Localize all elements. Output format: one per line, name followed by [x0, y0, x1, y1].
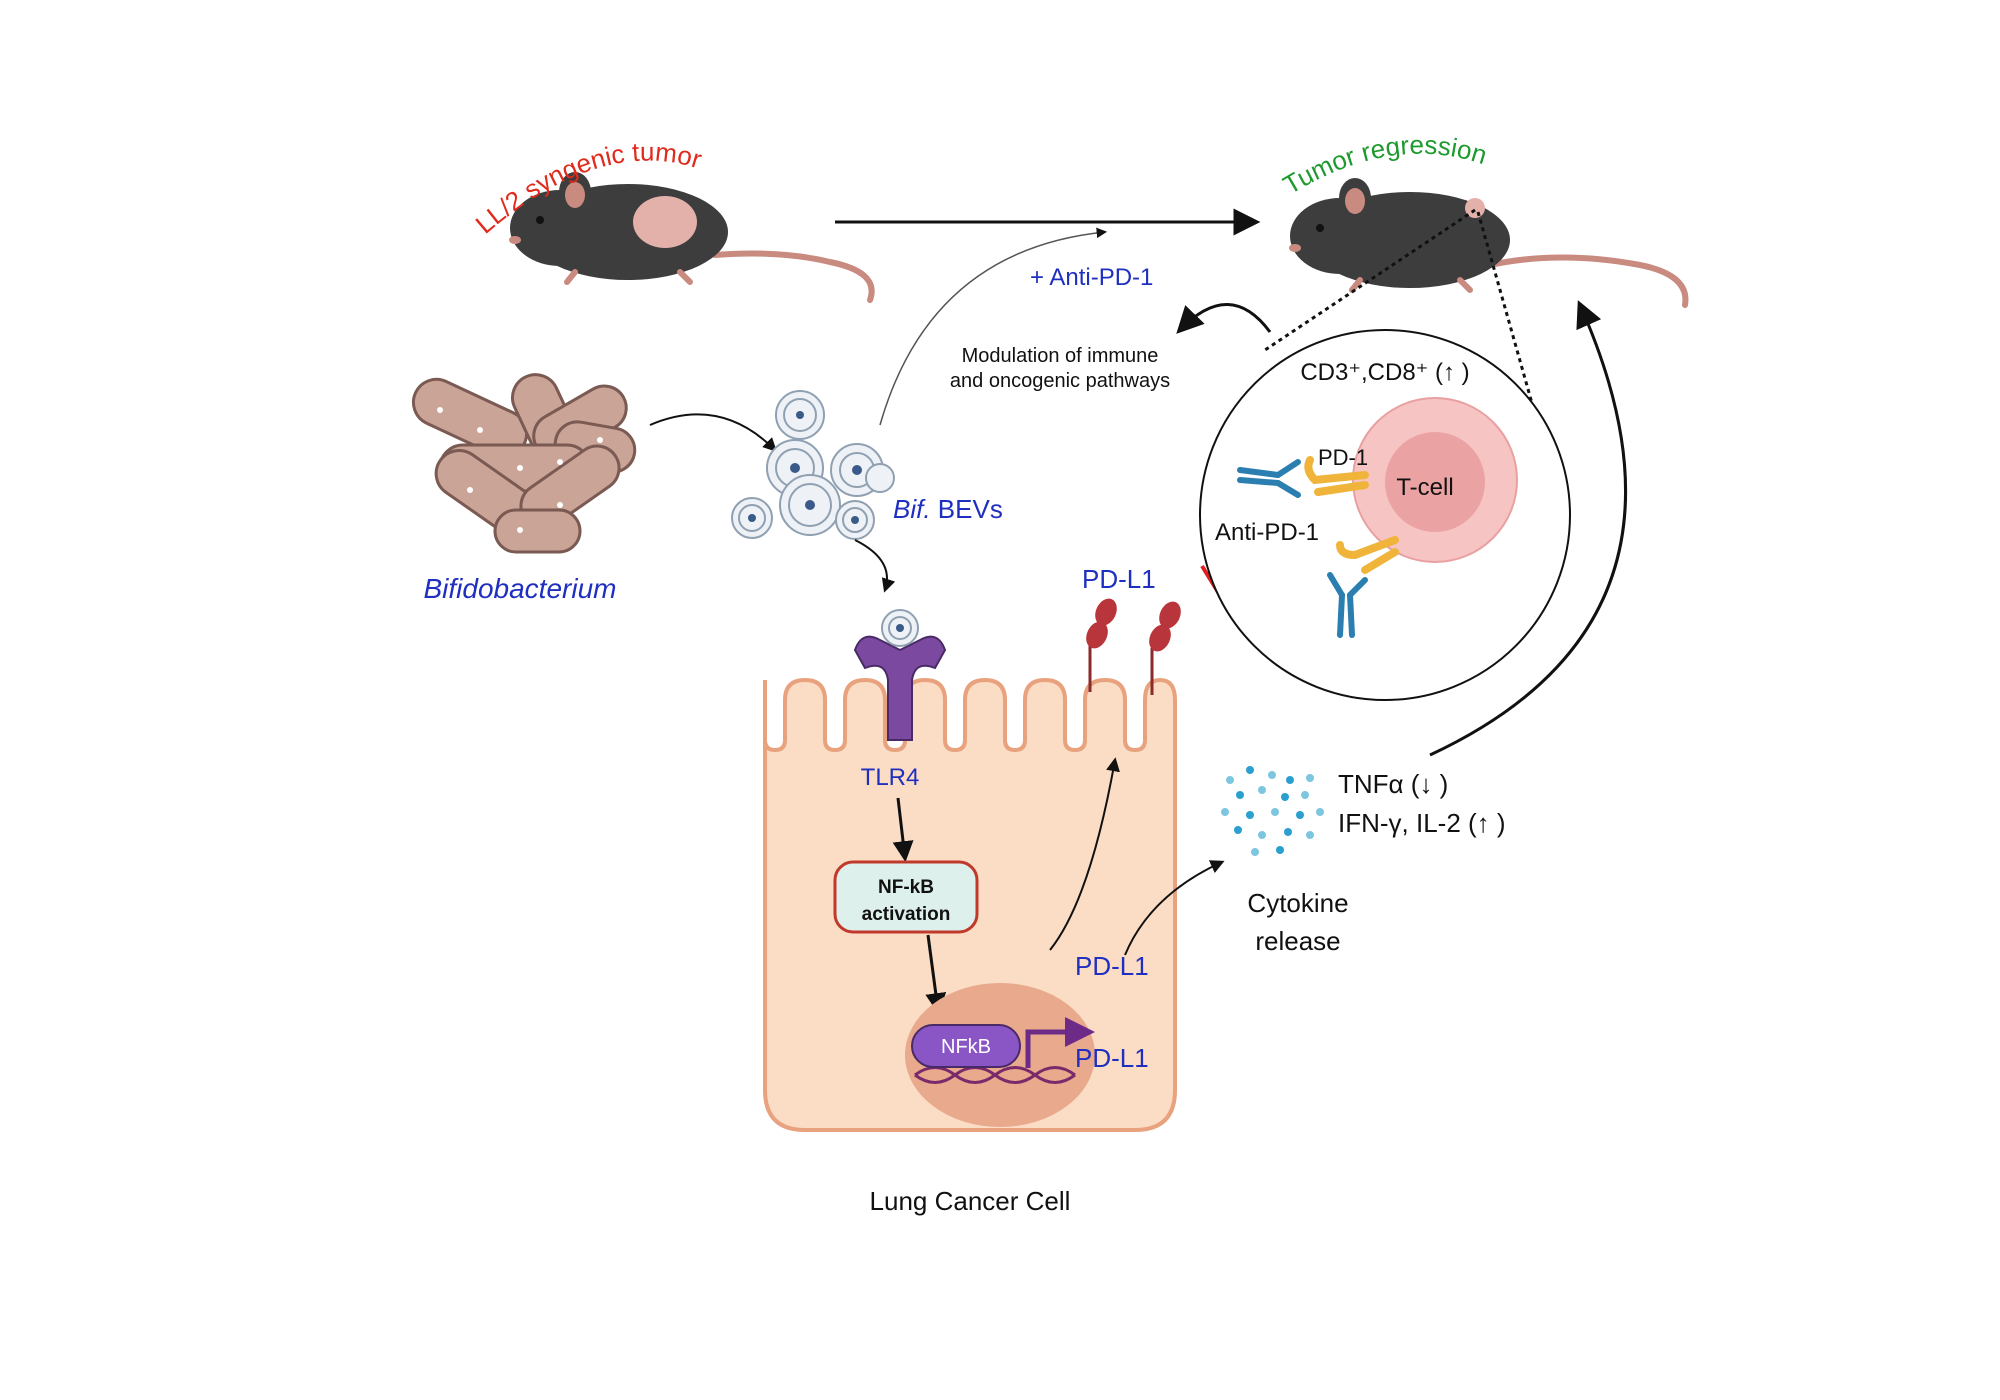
anti-pd1-antibody-lower: [1327, 572, 1368, 638]
tumor-mouse: [509, 172, 875, 303]
nfkb-activation-box: [833, 860, 979, 934]
cd-markers-label: CD3⁺,CD8⁺ (↑ ): [1300, 359, 1469, 386]
pdl1-to-membrane-arrow: [1049, 757, 1120, 951]
zoom-line-right: [1476, 211, 1550, 461]
pdl1-gene-label: PD-L1: [1075, 1043, 1149, 1073]
cytokine-to-regression-arrow: [1429, 300, 1628, 757]
transcription-arrow: [1025, 1017, 1095, 1068]
ifn-il2-label: IFN-γ, IL-2 (↑ ): [1338, 808, 1506, 838]
pdl1-membrane-label: PD-L1: [1082, 564, 1156, 594]
modulation-label-line1: Modulation of immune: [962, 345, 1159, 367]
tlr4-to-nfkb-arrow: [892, 797, 914, 863]
anti-pd1-treatment-label: + Anti-PD-1: [1030, 264, 1153, 291]
bev-to-tlr4-arrow: [854, 539, 896, 593]
nfkb-to-nucleus-arrow: [925, 934, 947, 1015]
tcell-label: T-cell: [1396, 474, 1453, 501]
regressed-mouse: [1289, 178, 1689, 308]
bevs-label: Bif. BEVs: [893, 494, 1003, 524]
tcell-nucleus: [1385, 432, 1485, 532]
bev-vesicles: [731, 390, 895, 540]
bev-to-treatment-arrow: [879, 227, 1108, 426]
zoom-line-left: [1261, 208, 1476, 354]
modulation-label-line2: and oncogenic pathways: [950, 370, 1170, 392]
nfkb-activation-line2: activation: [862, 904, 951, 925]
pdl1-receptor-2: [1149, 601, 1181, 695]
pdl1-to-cytokine-arrow: [1124, 860, 1225, 956]
nfkb-label: NFkB: [941, 1036, 991, 1058]
pdl1-cytoplasm-label: PD-L1: [1075, 951, 1149, 981]
modulation-arrow: [1176, 303, 1272, 334]
lung-cancer-cell-label: Lung Cancer Cell: [870, 1186, 1071, 1216]
bacteria-to-bev-arrow: [649, 413, 777, 452]
cytokine-release-line1: Cytokine: [1247, 888, 1348, 918]
pd1-label: PD-1: [1318, 445, 1368, 470]
nfkb-activation-line1: NF-kB: [878, 877, 934, 898]
tnf-label: TNFα (↓ ): [1338, 769, 1448, 799]
nfkb-pill: [911, 1024, 1021, 1068]
cytokine-release-line2: release: [1255, 926, 1340, 956]
pd1-receptor-upper: [1304, 456, 1369, 496]
tumor-regression-label: Tumor regression: [1278, 130, 1491, 200]
bifidobacterium-label: Bifidobacterium: [424, 573, 617, 604]
tlr4-receptor: [853, 609, 947, 741]
tlr4-label: TLR4: [861, 764, 920, 791]
bifidobacterium-cluster: [411, 373, 637, 554]
anti-pd1-antibody-upper: [1237, 459, 1301, 498]
anti-pd1-label: Anti-PD-1: [1215, 519, 1319, 546]
pdl1-receptor-1: [1086, 598, 1117, 692]
pd1-receptor-lower: [1336, 536, 1399, 574]
cytokine-particles: [1221, 766, 1324, 856]
